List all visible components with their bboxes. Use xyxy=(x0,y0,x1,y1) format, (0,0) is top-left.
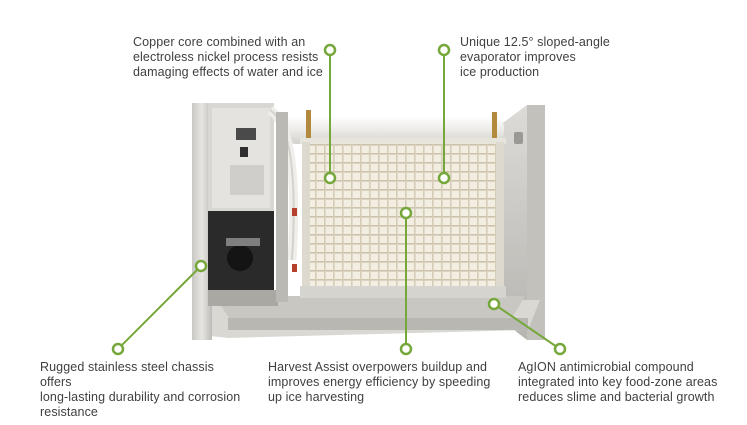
right-side-panel xyxy=(496,105,545,340)
distribution-tube xyxy=(284,110,504,144)
callout-sloped-evaporator: Unique 12.5° sloped-angle evaporator imp… xyxy=(460,35,610,79)
marker-agion-bottom xyxy=(553,342,567,356)
leader-markers xyxy=(111,43,567,356)
marker-chassis-point xyxy=(194,259,208,273)
marker-agion-point xyxy=(487,297,501,311)
callout-agion: AgION antimicrobial compound integrated … xyxy=(518,360,718,404)
leader-lines xyxy=(117,50,561,350)
marker-copper-core-point xyxy=(323,171,337,185)
callout-stainless-chassis: Rugged stainless steel chassis offers lo… xyxy=(40,360,241,419)
base-tray xyxy=(210,296,540,338)
marker-copper-core-top xyxy=(323,43,337,57)
callout-copper-core: Copper core combined with an electroless… xyxy=(133,35,323,79)
marker-evaporator-point xyxy=(437,171,451,185)
leader-agion xyxy=(493,303,561,350)
marker-evaporator-top xyxy=(437,43,451,57)
left-chassis xyxy=(192,103,299,340)
leader-stainless-chassis xyxy=(117,265,202,350)
marker-harvest-bottom xyxy=(399,342,413,356)
callout-harvest-assist: Harvest Assist overpowers buildup and im… xyxy=(268,360,491,404)
marker-harvest-point xyxy=(399,206,413,220)
marker-chassis-bottom xyxy=(111,342,125,356)
